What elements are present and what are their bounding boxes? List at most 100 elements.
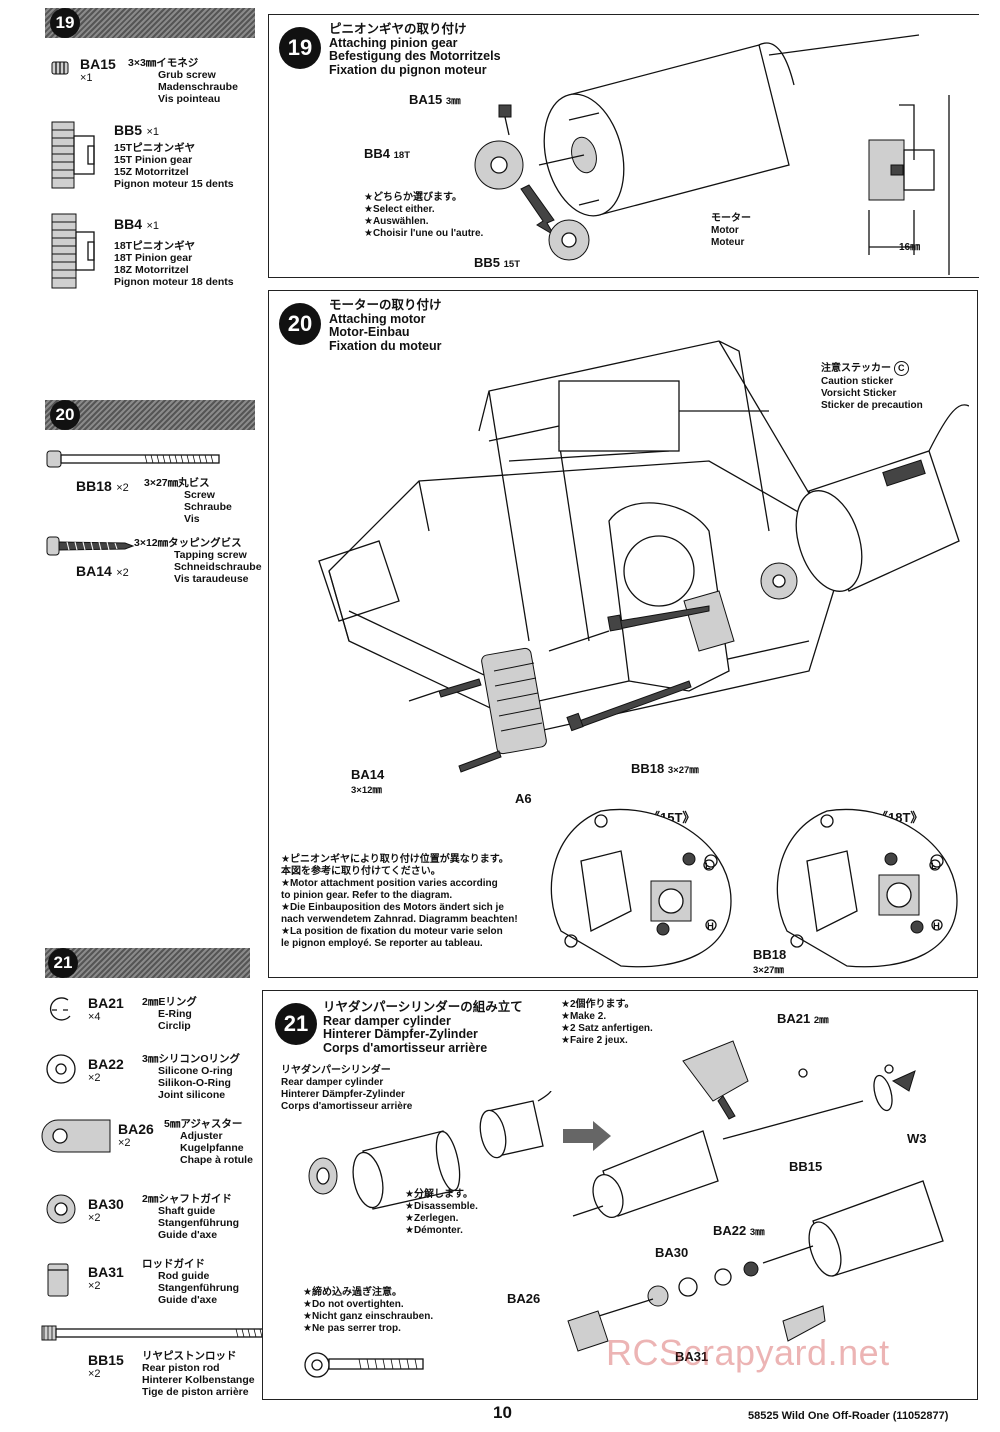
page-number: 10	[493, 1403, 512, 1422]
label-size: 3×27㎜	[667, 765, 699, 776]
motor-plate-18t-drawing	[776, 808, 958, 968]
part-qty: ×2	[88, 1280, 101, 1292]
part-ba15-desc: 3×3㎜イモネジ Grub screw Madenschraube Vis po…	[128, 57, 238, 105]
pinion-gear-18t-icon	[51, 213, 95, 289]
part-ba22: BA22 ×2	[88, 1056, 124, 1084]
desc-line: Circlip	[158, 1020, 191, 1032]
select-note: ★どちらか選びます。 ★Select either. ★Auswählen. ★…	[364, 192, 483, 240]
title-de: Hinterer Dämpfer-Zylinder	[323, 1027, 478, 1041]
parts-band-19	[45, 8, 255, 38]
grub-screw-icon	[51, 61, 69, 75]
part-code: BB18	[76, 478, 112, 494]
part-qty: ×1	[146, 220, 160, 232]
step-19-panel: 19 ピニオンギヤの取り付け Attaching pinion gear Bef…	[268, 14, 979, 278]
part-ba31: BA31 ×2	[88, 1264, 124, 1292]
note-line: ★Motor attachment position varies accord…	[281, 878, 498, 889]
desc-line: Chape à rotule	[180, 1154, 253, 1166]
step-title: リヤダンパーシリンダーの組み立て Rear damper cylinder Hi…	[323, 1000, 523, 1055]
title-en: Attaching pinion gear	[329, 35, 458, 50]
caution-sticker-label: 注意ステッカー C Caution sticker Vorsicht Stick…	[821, 361, 923, 412]
note-line: ★Démonter.	[405, 1225, 463, 1236]
part-bb4: BB4 ×1	[114, 216, 159, 234]
jp-name: 3㎜シリコンOリング	[142, 1053, 241, 1065]
title-de: Befestigung des Motorritzels	[329, 49, 501, 63]
note-line: Moteur	[711, 237, 745, 248]
note-line: Sticker de precaution	[821, 400, 923, 411]
desc-line: Joint silicone	[158, 1089, 226, 1101]
desc-line: Screw	[184, 489, 215, 501]
desc-line: Guide d'axe	[158, 1229, 218, 1241]
desc-line: Vis pointeau	[158, 93, 221, 105]
note-line: ★La position de fixation du moteur varie…	[281, 926, 503, 937]
note-line: to pinion gear. Refer to the diagram.	[281, 890, 453, 901]
motor-label: モーター Motor Moteur	[711, 213, 751, 249]
desc-line: Grub screw	[158, 69, 216, 81]
label-size: 3×27㎜	[753, 965, 784, 976]
parts-band-20	[45, 400, 255, 430]
part-qty: ×2	[116, 482, 129, 494]
desc-line: Hinterer Kolbenstange	[142, 1374, 255, 1386]
e-ring-icon	[49, 997, 71, 1021]
title-fr: Fixation du pignon moteur	[329, 62, 487, 77]
shaft-guide-icon	[46, 1194, 76, 1224]
part-code: BA14	[76, 563, 112, 579]
disassemble-note: ★分解します。 ★Disassemble. ★Zerlegen. ★Démont…	[405, 1189, 478, 1237]
step-number-20: 20	[50, 400, 80, 430]
note-line: モーター	[711, 213, 751, 224]
note-line: Motor	[711, 225, 739, 236]
motor-position-note: ★ピニオンギヤにより取り付け位置が異なります。 本図を参考に取り付けてください。…	[281, 854, 518, 950]
desc-line: Stangenführung	[158, 1282, 240, 1294]
label-code: BB18	[631, 761, 665, 776]
step-number-21: 21	[48, 948, 78, 978]
note-line: le pignon employé. Se reporter au tablea…	[281, 938, 483, 949]
part-code: BB5	[114, 122, 143, 138]
part-bb15: BB15 ×2	[88, 1352, 124, 1380]
pinion-gear-15t-icon	[51, 121, 95, 189]
desc-line: Madenschraube	[158, 81, 238, 93]
label-size: 3㎜	[749, 1227, 765, 1238]
label-code: BB5	[474, 255, 501, 270]
watermark: RCScrapyard.net	[606, 1332, 890, 1373]
title-fr: Fixation du moteur	[329, 338, 442, 353]
jp-name: 2㎜Eリング	[142, 996, 197, 1008]
part-code: BA22	[88, 1056, 124, 1072]
desc-line: E-Ring	[158, 1008, 192, 1020]
part-code: BB4	[114, 216, 143, 232]
mark-h-15t: H	[707, 921, 714, 932]
desc-line: 18T Pinion gear	[114, 252, 193, 264]
desc-line: Kugelpfanne	[180, 1142, 244, 1154]
note-line: Corps d'amortisseur arrière	[281, 1101, 413, 1112]
label-ba31: BA31	[675, 1349, 709, 1364]
o-ring-icon	[46, 1054, 76, 1084]
desc-line: Silikon-O-Ring	[158, 1077, 231, 1089]
label-w3: W3	[907, 1131, 927, 1146]
title-jp: リヤダンパーシリンダーの組み立て	[323, 1000, 523, 1014]
part-ba26: BA26 ×2	[118, 1121, 154, 1149]
desc-line: Tige de piston arrière	[142, 1386, 249, 1398]
label-bb5: BB5 15T	[474, 255, 520, 270]
note-line: ★Ne pas serrer trop.	[303, 1323, 401, 1334]
note-line: ★締め込み過ぎ注意。	[303, 1287, 402, 1298]
sticker-mark: C	[893, 361, 909, 376]
step-20-panel: 20 モーターの取り付け Attaching motor Motor-Einba…	[268, 290, 978, 978]
note-line: リヤダンパーシリンダー	[281, 1065, 391, 1076]
step-title: ピニオンギヤの取り付け Attaching pinion gear Befest…	[329, 22, 501, 77]
overtighten-note: ★締め込み過ぎ注意。 ★Do not overtighten. ★Nicht g…	[303, 1287, 433, 1335]
step-number-19: 19	[50, 8, 80, 38]
step-21-panel: 21 リヤダンパーシリンダーの組み立て Rear damper cylinder…	[262, 990, 978, 1400]
note-line: ★Zerlegen.	[405, 1213, 459, 1224]
label-size: 3㎜	[445, 96, 461, 107]
desc-line: 15T Pinion gear	[114, 154, 193, 166]
label-bb15: BB15	[789, 1159, 823, 1174]
part-code: BA15	[80, 56, 116, 72]
note-line: ★Faire 2 jeux.	[561, 1035, 628, 1046]
jp-name: 3×12㎜タッピングビス	[134, 537, 242, 549]
part-code: BA21	[88, 995, 124, 1011]
desc-line: Schraube	[184, 501, 232, 513]
jp-name: ロッドガイド	[142, 1258, 205, 1270]
note-line: 注意ステッカー	[821, 363, 891, 374]
jp-name: リヤピストンロッド	[142, 1350, 237, 1362]
mark-h-18t: H	[933, 921, 940, 932]
